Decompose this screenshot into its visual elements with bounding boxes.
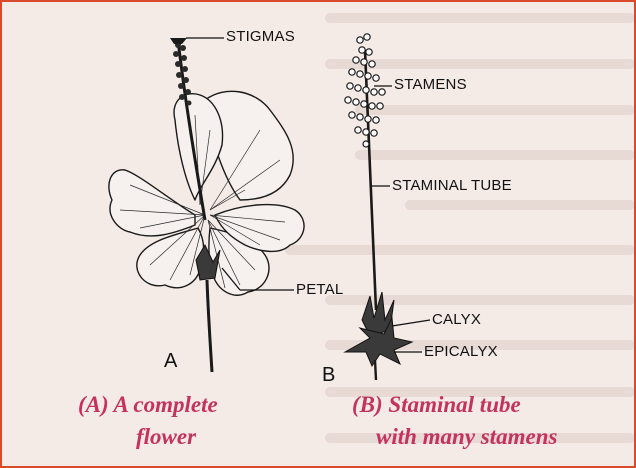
- figure-panel: STIGMAS STAMENS STAMINAL TUBE PETAL CALY…: [0, 0, 636, 468]
- figure-border: [0, 0, 636, 468]
